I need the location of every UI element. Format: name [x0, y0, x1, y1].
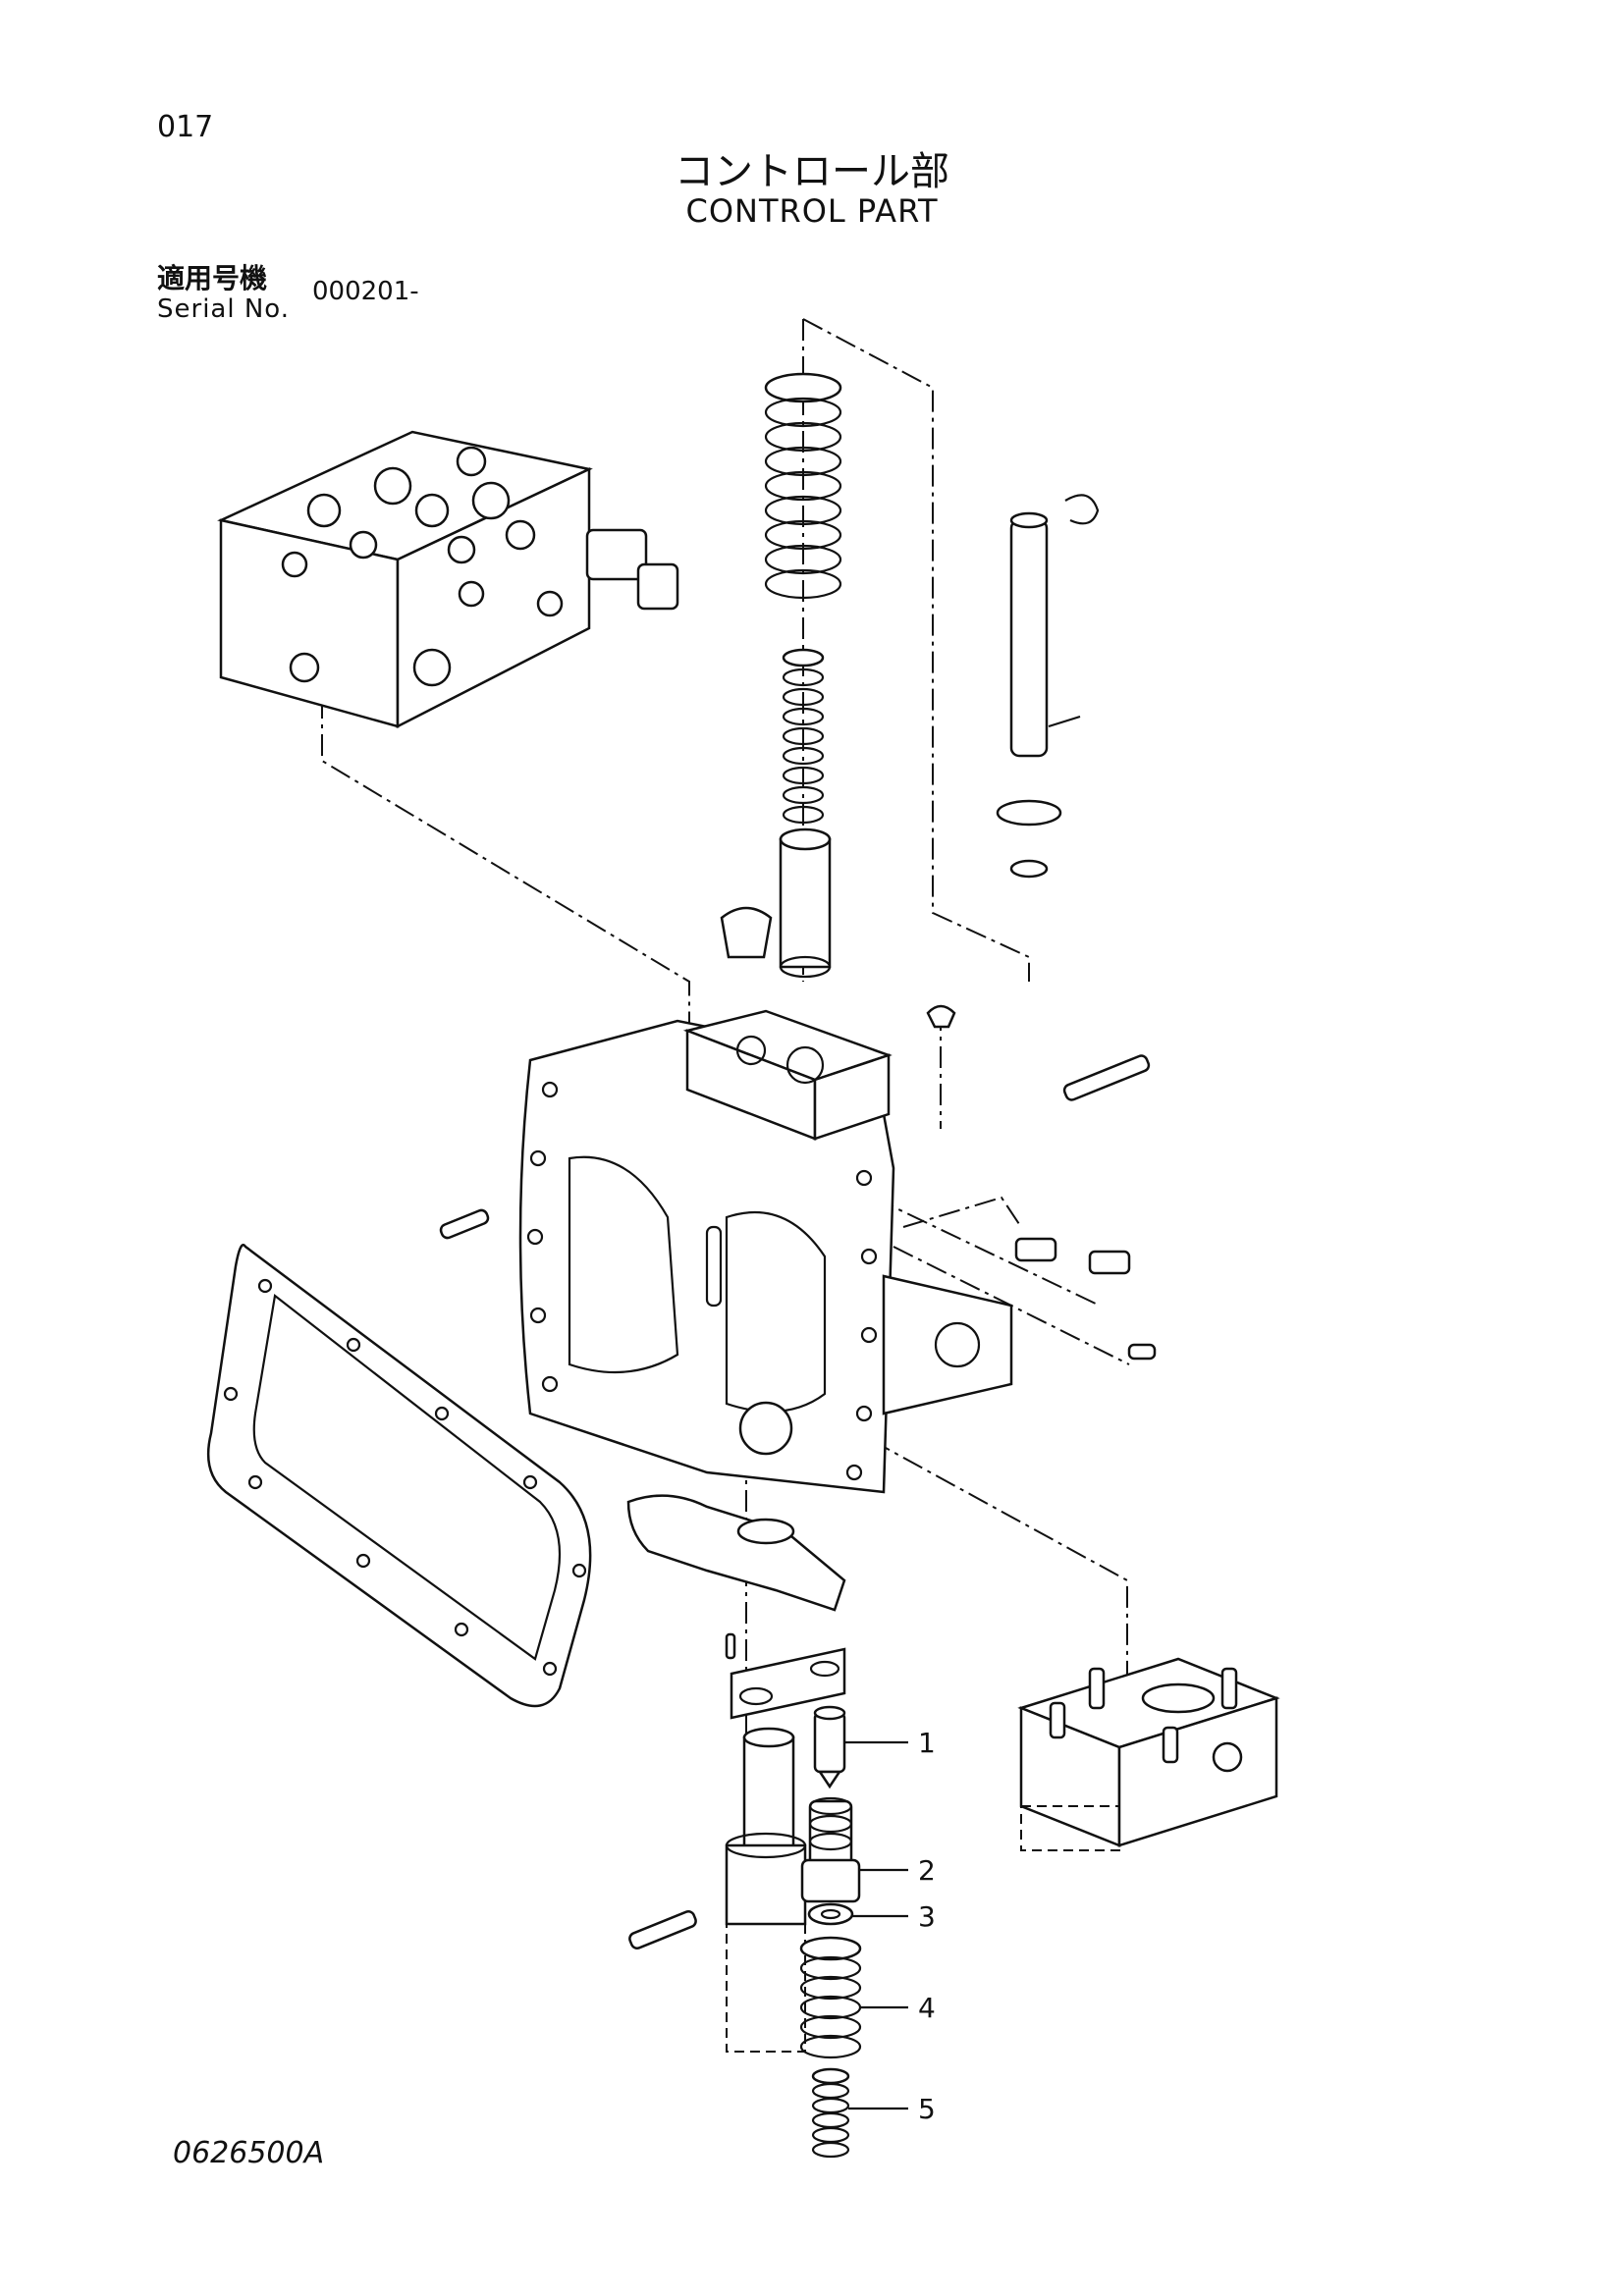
- serial-label-english: Serial No.: [157, 294, 290, 324]
- adjust-rod-part: [996, 494, 1100, 879]
- sleeve-part: [779, 828, 832, 979]
- serial-number-value: 000201-: [312, 277, 419, 306]
- small-spring-part: [782, 648, 825, 825]
- plug-part: [720, 906, 773, 959]
- callout-number-5: 5: [918, 2093, 936, 2125]
- part-5-inner-spring: [811, 2067, 850, 2159]
- large-spring-part: [764, 372, 842, 600]
- part-4-outer-spring: [799, 1936, 862, 2059]
- lever-arm-part: [626, 1494, 846, 1720]
- pins-and-bolts: [439, 1004, 1157, 1361]
- housing-body-part: [518, 1009, 1013, 1494]
- callout-number-4: 4: [918, 1992, 936, 2024]
- valve-block-part: [217, 430, 679, 729]
- callout-number-1: 1: [918, 1727, 936, 1759]
- part-1-poppet: [813, 1705, 846, 1789]
- lower-piston-part: [628, 1727, 807, 2053]
- page-title-english: CONTROL PART: [685, 192, 939, 230]
- part-2-spool: [800, 1796, 861, 1903]
- cover-block-part: [1017, 1657, 1280, 1851]
- gasket-part: [206, 1244, 592, 1708]
- callout-number-2: 2: [918, 1854, 936, 1887]
- drawing-code: 0626500A: [173, 2136, 325, 2170]
- callout-number-3: 3: [918, 1900, 936, 1933]
- page-number: 017: [157, 110, 214, 144]
- callout-leader-lines: [844, 1740, 908, 2110]
- part-3-washer: [807, 1902, 854, 1926]
- housing-bolt-holes: [526, 1081, 878, 1481]
- page-title-japanese: コントロール部: [675, 149, 949, 194]
- serial-label-japanese: 適用号機: [157, 262, 268, 294]
